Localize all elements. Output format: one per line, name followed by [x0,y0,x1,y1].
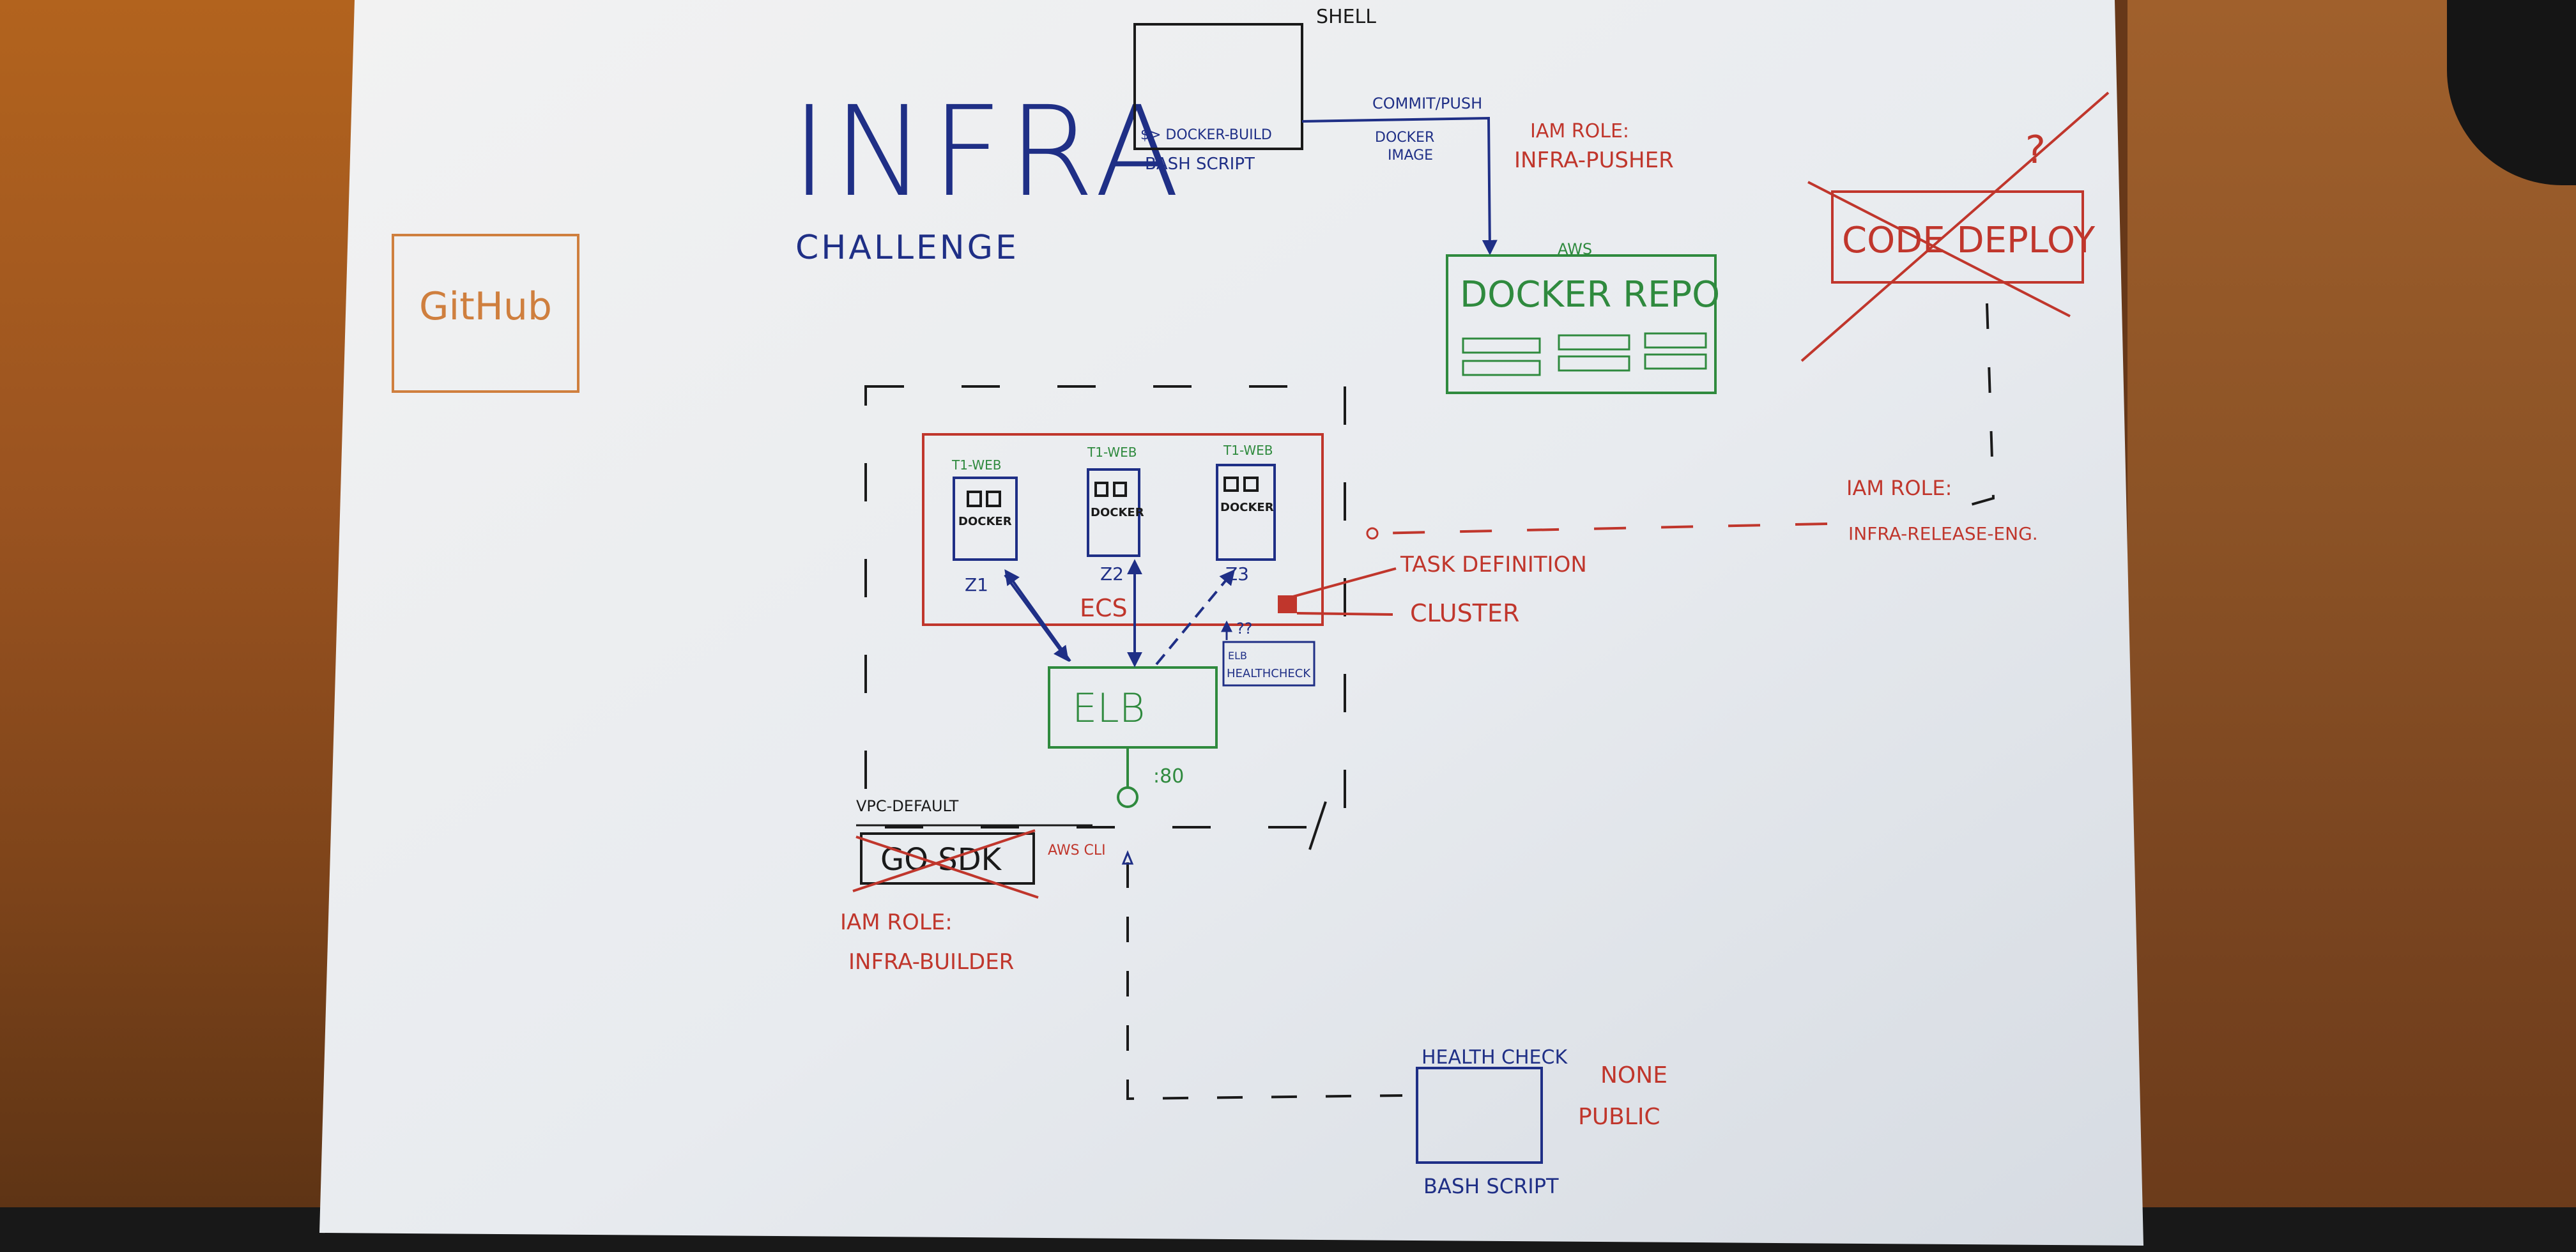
task-1-header: T1-WEB [951,457,1001,473]
code-deploy-cross-1 [1800,91,2110,362]
iam-pusher-label: IAM ROLE: [1530,120,1629,142]
task-1-label: DOCKER [958,515,1012,528]
docker-repo-box: AWS DOCKER REPO [1446,240,1720,394]
health-check-caption: BASH SCRIPT [1423,1174,1559,1198]
health-note-2: PUBLIC [1578,1104,1660,1130]
docker-repo-label: DOCKER REPO [1460,274,1720,316]
vpc-boundary [864,385,1346,828]
health-check-box: HEALTH CHECK BASH SCRIPT [1416,1046,1568,1198]
task-definition-label: TASK DEFINITION [1400,552,1587,577]
cluster-line [1296,612,1393,616]
elb-healthcheck-1: ELB [1228,650,1247,662]
release-dashed-link [1373,523,1828,535]
shell-command: $> DOCKER-BUILD [1140,127,1272,143]
healthcheck-dashed-link [1126,862,1403,1101]
elb-question: ?? [1236,620,1252,637]
elb-box: ELB [1048,666,1218,749]
cluster-label: CLUSTER [1410,599,1519,627]
elb-label: ELB [1072,685,1145,731]
code-deploy-cross-2 [1807,181,2071,317]
ecs-task-2: T1-WEB DOCKER Z2 [1087,445,1144,584]
push-label: COMMIT/PUSH [1372,95,1482,112]
task-3-zone: Z3 [1225,563,1249,584]
ecs-task-3: T1-WEB DOCKER Z3 [1216,443,1276,584]
cluster-marker [1278,595,1297,613]
shell-box: SHELL $> DOCKER-BUILD BASH SCRIPT [1133,6,1376,174]
iam-builder-label: IAM ROLE: [840,910,953,935]
ecs-task-1: T1-WEB DOCKER Z1 [951,457,1018,595]
ecs-cluster: ECS [922,433,1324,626]
task-2-header: T1-WEB [1087,445,1137,460]
task-3-label: DOCKER [1220,501,1274,514]
vpc-label: VPC-DEFAULT [856,797,959,815]
task-definition-line [1290,567,1397,599]
health-note-1: NONE [1600,1062,1667,1088]
iam-release-name: INFRA-RELEASE-ENG. [1848,523,2038,544]
paper-sheet [319,0,2143,1246]
task-2-zone: Z2 [1100,563,1124,584]
deploy-dashed-link [1970,303,1995,506]
iam-pusher-name: INFRA-PUSHER [1514,148,1674,173]
subtitle: CHALLENGE [795,229,1019,267]
push-sublabel-1: DOCKER [1375,130,1434,146]
github-box: GitHub [392,234,579,393]
elb-healthcheck-2: HEALTHCHECK [1227,667,1311,680]
github-label: GitHub [419,284,552,329]
code-deploy-box: CODE DEPLOY ? [1800,91,2110,362]
task-1-zone: Z1 [965,574,988,595]
push-arrow [1301,116,1498,256]
elb-port: :80 [1153,765,1184,788]
desk-right [2128,0,2576,1252]
aws-cli-label: AWS CLI [1048,843,1106,859]
go-sdk-box: GO SDK [852,829,1039,899]
elb-port-endpoint [1117,786,1138,808]
task-3-header: T1-WEB [1223,443,1273,458]
iam-release-label: IAM ROLE: [1846,476,1952,500]
ecs-label: ECS [1080,594,1128,622]
shell-caption: BASH SCRIPT [1145,155,1255,174]
elb-healthcheck-box: ELB HEALTHCHECK [1222,641,1315,687]
iam-builder-name: INFRA-BUILDER [848,949,1014,975]
shell-label: SHELL [1316,6,1376,28]
push-sublabel-2: IMAGE [1388,148,1433,164]
title: INFRA [791,79,1185,224]
health-check-label: HEALTH CHECK [1422,1046,1568,1069]
desk-left [0,0,358,1252]
code-deploy-label: CODE DEPLOY [1842,220,2096,261]
task-2-label: DOCKER [1091,506,1144,519]
